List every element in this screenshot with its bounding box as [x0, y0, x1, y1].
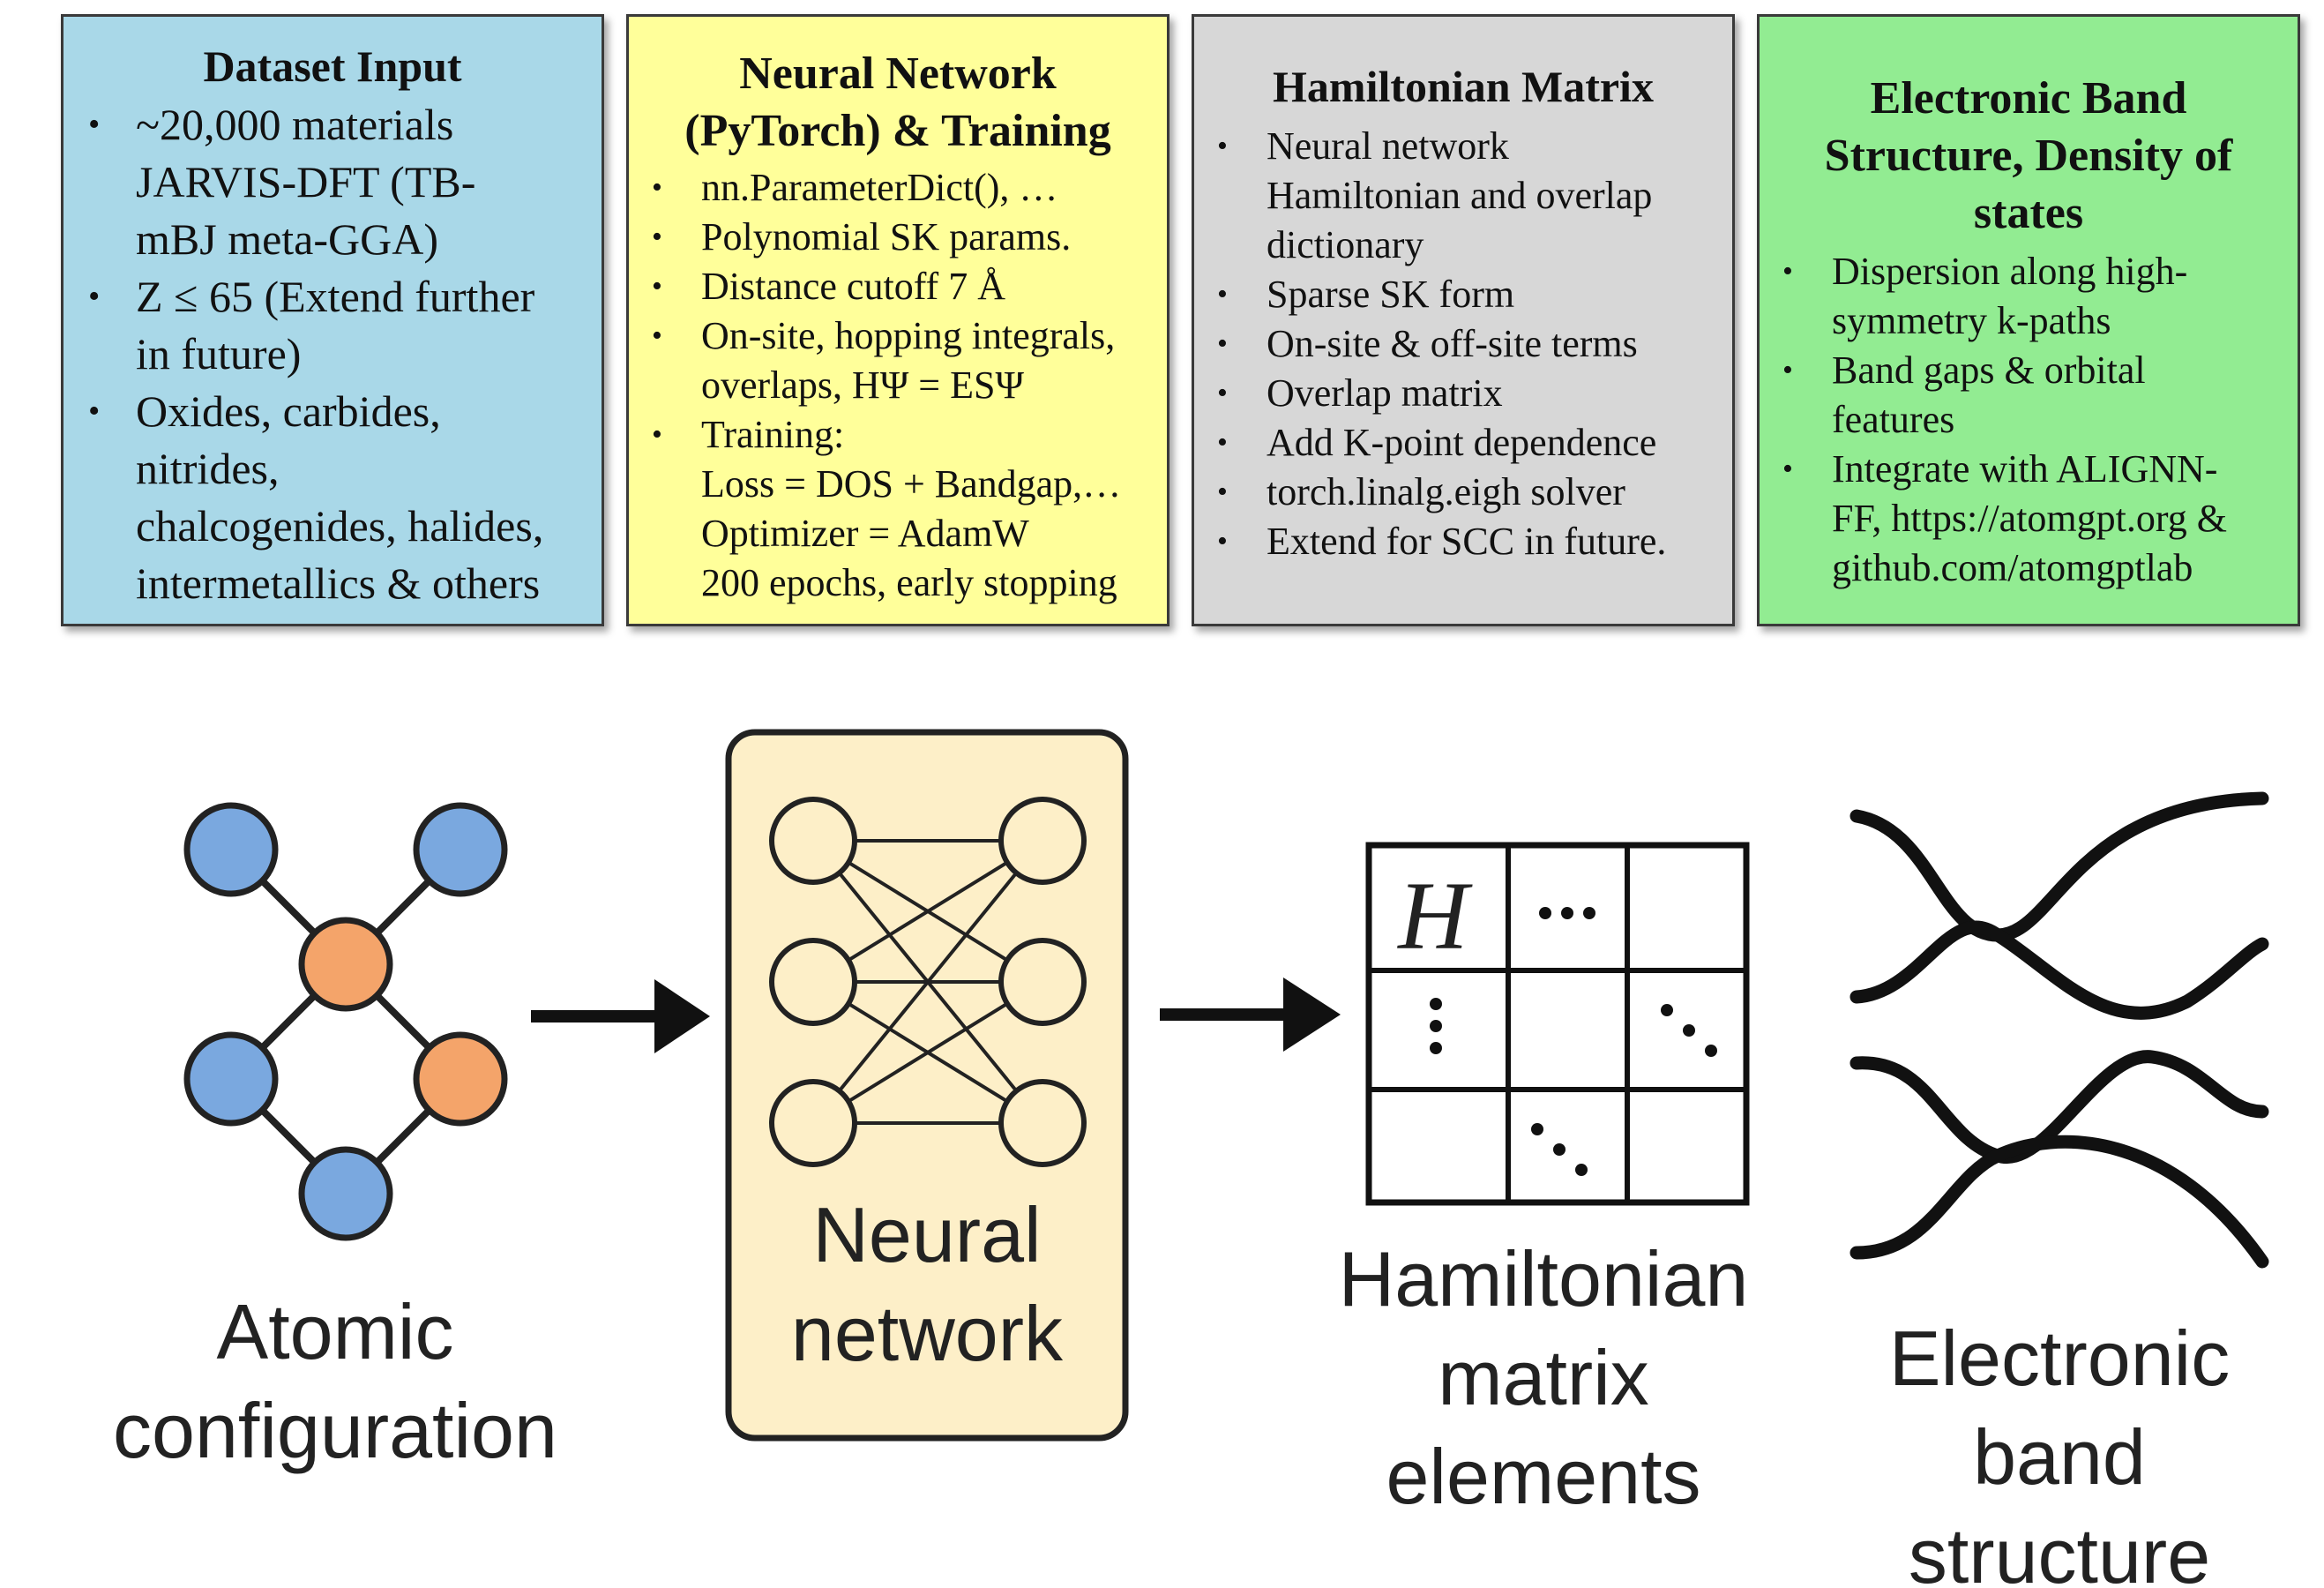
matrix-grid	[1365, 842, 1750, 1206]
hamiltonian-matrix-graphic: H Hamiltonian matrix elements	[1339, 842, 1750, 1520]
list-item: •Dispersion along high-symmetry k-paths	[1782, 250, 2188, 342]
list-item: •Polynomial SK params.	[652, 215, 1072, 258]
band-label-line1: Electronic	[1889, 1315, 2230, 1402]
list-item: •Integrate with ALIGNN-FF, https://atomg…	[1782, 447, 2227, 589]
atom-node-blue	[298, 1146, 393, 1241]
list-item: •Oxides, carbides,nitrides,chalcogenides…	[88, 386, 544, 608]
band-curve	[1849, 791, 2269, 942]
output-neuron	[998, 1079, 1087, 1167]
band-label-line3: structure	[1909, 1512, 2210, 1588]
atom-node-orange	[413, 1031, 508, 1127]
matrix-label-line3: elements	[1386, 1433, 1700, 1520]
band-curve	[1849, 920, 2269, 1020]
arrow-right-icon	[531, 979, 710, 1053]
band-label-line2: band	[1973, 1413, 2146, 1501]
dataset-input-title: Dataset Input	[203, 41, 462, 91]
atom-node-blue	[413, 802, 508, 897]
list-item: •On-site & off-site terms	[1217, 321, 1638, 365]
neural-network-box: Neural Network(PyTorch) & Training •nn.P…	[626, 14, 1169, 626]
list-item: •On-site, hopping integrals,overlaps, HΨ…	[652, 314, 1116, 407]
atomic-configuration-graphic: Atomic configuration	[113, 802, 557, 1474]
hamiltonian-matrix-title: Hamiltonian Matrix	[1273, 62, 1654, 111]
matrix-h-symbol: H	[1396, 862, 1473, 970]
neural-network-graphic: Neural network	[725, 729, 1129, 1442]
list-item: •nn.ParameterDict(), …	[652, 166, 1058, 209]
list-item: •Overlap matrix	[1217, 371, 1503, 415]
output-neuron	[998, 938, 1087, 1026]
atomic-label-line1: Atomic	[217, 1288, 454, 1375]
list-item: •Sparse SK form	[1217, 272, 1515, 316]
input-neuron	[769, 797, 857, 885]
atom-node-orange	[298, 917, 393, 1012]
band-curve	[1849, 1135, 2269, 1269]
output-neuron	[998, 797, 1087, 885]
band-structure-graphic	[1849, 791, 2269, 1269]
electronic-band-list: •Dispersion along high-symmetry k-paths …	[1760, 242, 2298, 593]
atom-node-blue	[183, 1031, 279, 1127]
list-item: •Distance cutoff 7 Å	[652, 265, 1005, 308]
list-item: •torch.linalg.eigh solver	[1217, 469, 1625, 513]
neural-label-line2: network	[791, 1290, 1064, 1377]
list-item: •Extend for SCC in future.	[1217, 519, 1667, 563]
neural-network-panel	[725, 729, 1129, 1442]
atom-node-blue	[183, 802, 279, 897]
list-item: •Training:Loss = DOS + Bandgap,…Optimize…	[652, 413, 1122, 604]
matrix-label-line1: Hamiltonian	[1339, 1235, 1749, 1322]
input-neuron	[769, 1079, 857, 1167]
neural-label-line1: Neural	[812, 1191, 1041, 1278]
neural-network-list: •nn.ParameterDict(), … •Polynomial SK pa…	[629, 160, 1167, 608]
ellipsis-icon	[1430, 907, 1717, 1176]
input-neuron	[769, 938, 857, 1026]
matrix-label-line2: matrix	[1438, 1334, 1649, 1421]
list-item: •Add K-point dependence	[1217, 420, 1657, 464]
arrow-right-icon	[1160, 978, 1341, 1052]
band-curve	[1849, 1050, 2269, 1165]
neural-network-title: Neural Network(PyTorch) & Training	[684, 49, 1111, 156]
pipeline-diagram: Atomic configuration Neural	[113, 729, 2269, 1588]
atomic-label-line2: configuration	[113, 1387, 557, 1474]
